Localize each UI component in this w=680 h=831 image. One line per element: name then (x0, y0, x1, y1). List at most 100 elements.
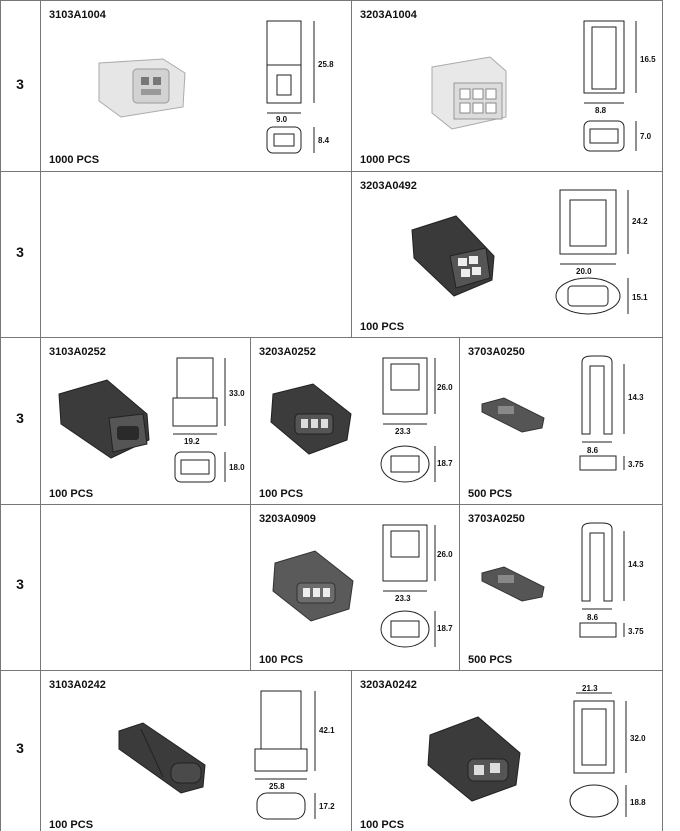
row-divider-2 (0, 337, 663, 338)
catalog-cell: 3103A0242 42.1 25.8 17.2 100 PCS (41, 671, 351, 831)
row-divider-3 (0, 504, 663, 505)
dimension-labels: 26.0 23.3 18.7 (395, 550, 453, 633)
connector-photo (58, 379, 150, 459)
pack-quantity: 100 PCS (49, 819, 94, 831)
dimension-height: 33.0 (229, 389, 245, 398)
part-code: 3203A0492 (360, 180, 417, 192)
part-code: 3203A0252 (259, 346, 316, 358)
dimension-width: 23.3 (395, 594, 411, 603)
dimension-height: 26.0 (437, 383, 453, 392)
part-code: 3103A0242 (49, 679, 106, 691)
row-divider-4 (0, 670, 663, 671)
dimension-bottom: 18.7 (437, 624, 453, 633)
dimension-width: 8.8 (595, 106, 607, 115)
col-divider-row4-b (459, 504, 460, 670)
dimension-labels: 24.2 20.0 15.1 (576, 217, 648, 302)
catalog-cell-empty (41, 172, 351, 337)
part-code: 3103A1004 (49, 9, 106, 21)
border-top (0, 0, 663, 1)
catalog-cell-empty (41, 505, 250, 670)
dimension-drawing (555, 189, 629, 315)
col-divider-row5 (351, 670, 352, 831)
dimension-bottom: 3.75 (628, 627, 644, 636)
connector-photo (118, 722, 206, 794)
part-code: 3103A0252 (49, 346, 106, 358)
connector-photo (431, 56, 507, 130)
dimension-width: 25.8 (269, 782, 285, 791)
dimension-labels: 14.3 8.6 3.75 (587, 560, 644, 636)
dimension-bottom: 8.4 (318, 136, 330, 145)
part-code: 3703A0250 (468, 346, 525, 358)
pack-quantity: 500 PCS (468, 488, 513, 500)
dimension-labels: 25.8 9.0 8.4 (276, 60, 334, 145)
dimension-drawing (583, 20, 637, 152)
catalog-cell: 3203A0909 26.0 23.3 18.7 100 PCS (251, 505, 459, 670)
catalog-cell: 3203A1004 16.5 8.8 7.0 1000 PCS (352, 1, 662, 171)
catalog-cell: 3203A0242 21.3 32.0 18.8 100 PCS (352, 671, 662, 831)
dimension-labels: 21.3 32.0 18.8 (582, 684, 646, 807)
pack-quantity: 100 PCS (360, 819, 405, 831)
dimension-drawing (266, 20, 315, 154)
row-number: 3 (16, 576, 24, 592)
pack-quantity: 100 PCS (259, 654, 304, 666)
catalog-cell: 3103A1004 25.8 9.0 8.4 1000 PCS (41, 1, 351, 171)
catalog-cell: 3703A0250 14.3 8.6 3.75 500 PCS (460, 338, 662, 504)
dimension-drawing (380, 357, 436, 483)
dimension-drawing (579, 522, 625, 638)
connector-photo (98, 58, 186, 118)
pack-quantity: 100 PCS (259, 488, 304, 500)
dimension-height: 42.1 (319, 726, 335, 735)
col-divider-row3-b (459, 337, 460, 504)
row-number: 3 (16, 244, 24, 260)
dimension-labels: 33.0 19.2 18.0 (184, 389, 245, 472)
dimension-bottom: 18.0 (229, 463, 245, 472)
col-divider-row3-a (250, 337, 251, 504)
dimension-height: 25.8 (318, 60, 334, 69)
dimension-bottom: 7.0 (640, 132, 652, 141)
catalog-cell: 3703A0250 14.3 8.6 3.75 500 PCS (460, 505, 662, 670)
dimension-labels: 16.5 8.8 7.0 (595, 55, 656, 141)
dimension-bottom: 18.8 (630, 798, 646, 807)
dimension-labels: 14.3 8.6 3.75 (587, 393, 644, 469)
divider-number-column (40, 0, 41, 831)
connector-photo (427, 716, 521, 802)
catalog-cell: 3103A0252 33.0 19.2 18.0 100 PCS (41, 338, 250, 504)
row-number: 3 (16, 76, 24, 92)
dimension-width: 8.6 (587, 446, 599, 455)
dimension-height: 32.0 (630, 734, 646, 743)
dimension-bottom: 3.75 (628, 460, 644, 469)
dimension-height: 14.3 (628, 393, 644, 402)
part-code: 3203A0909 (259, 513, 316, 525)
col-divider-row4-a (250, 504, 251, 670)
dimension-height: 16.5 (640, 55, 656, 64)
part-code: 3703A0250 (468, 513, 525, 525)
row-number: 3 (16, 740, 24, 756)
dimension-width: 19.2 (184, 437, 200, 446)
pack-quantity: 1000 PCS (360, 154, 411, 166)
border-left (0, 0, 1, 831)
border-right (662, 0, 663, 831)
pack-quantity: 1000 PCS (49, 154, 100, 166)
connector-photo (270, 383, 352, 455)
pack-quantity: 100 PCS (360, 321, 405, 333)
dimension-height: 14.3 (628, 560, 644, 569)
dimension-drawing (569, 692, 627, 818)
dimension-labels: 26.0 23.3 18.7 (395, 383, 453, 468)
row-divider-1 (0, 171, 663, 172)
catalog-cell: 3203A0252 26.0 23.3 18.7 100 PCS (251, 338, 459, 504)
dimension-bottom: 18.7 (437, 459, 453, 468)
dimension-width: 8.6 (587, 613, 599, 622)
row-number: 3 (16, 410, 24, 426)
connector-photo (411, 215, 495, 297)
dimension-drawing (579, 355, 625, 471)
dimension-height: 26.0 (437, 550, 453, 559)
terminal-photo (481, 397, 545, 433)
dimension-width: 23.3 (395, 427, 411, 436)
pack-quantity: 500 PCS (468, 654, 513, 666)
col-divider-row2 (351, 171, 352, 337)
dimension-bottom: 15.1 (632, 293, 648, 302)
col-divider-row1 (351, 0, 352, 171)
dimension-height: 24.2 (632, 217, 648, 226)
catalog-cell: 3203A0492 24.2 20.0 15.1 100 PCS (352, 172, 662, 337)
